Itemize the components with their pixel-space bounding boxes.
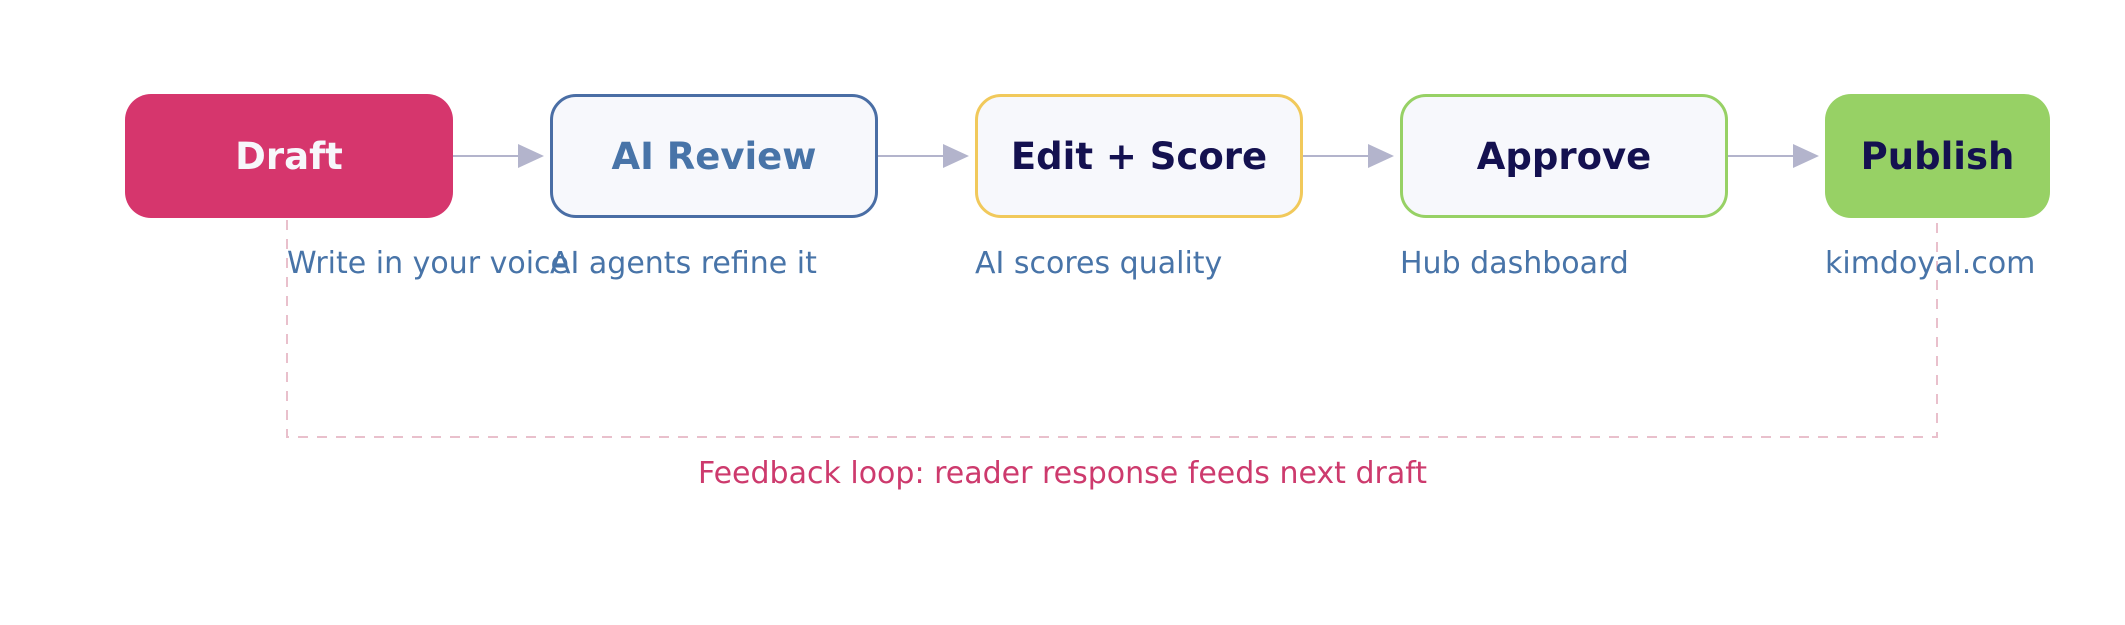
stage-ai-review-label: AI Review bbox=[611, 134, 817, 178]
stage-edit-score: Edit + Score bbox=[975, 94, 1303, 218]
caption-approve: Hub dashboard bbox=[1400, 246, 1629, 281]
stage-draft: Draft bbox=[125, 94, 453, 218]
stage-edit-score-label: Edit + Score bbox=[1010, 134, 1268, 178]
stage-ai-review: AI Review bbox=[550, 94, 878, 218]
stage-publish: Publish bbox=[1825, 94, 2050, 218]
stage-publish-label: Publish bbox=[1860, 134, 2015, 178]
arrow-head-review-score bbox=[943, 144, 969, 168]
stage-approve-label: Approve bbox=[1476, 134, 1652, 178]
arrow-head-approve-publish bbox=[1793, 144, 1819, 168]
feedback-loop-label: Feedback loop: reader response feeds nex… bbox=[697, 456, 1428, 491]
caption-publish: kimdoyal.com bbox=[1825, 246, 2036, 281]
caption-edit-score: AI scores quality bbox=[975, 246, 1223, 281]
arrow-head-draft-review bbox=[518, 144, 544, 168]
arrow-head-score-approve bbox=[1368, 144, 1394, 168]
stage-approve: Approve bbox=[1400, 94, 1728, 218]
caption-ai-review: AI agents refine it bbox=[550, 246, 817, 281]
stage-draft-label: Draft bbox=[235, 134, 343, 178]
caption-draft: Write in your voice bbox=[287, 246, 570, 281]
